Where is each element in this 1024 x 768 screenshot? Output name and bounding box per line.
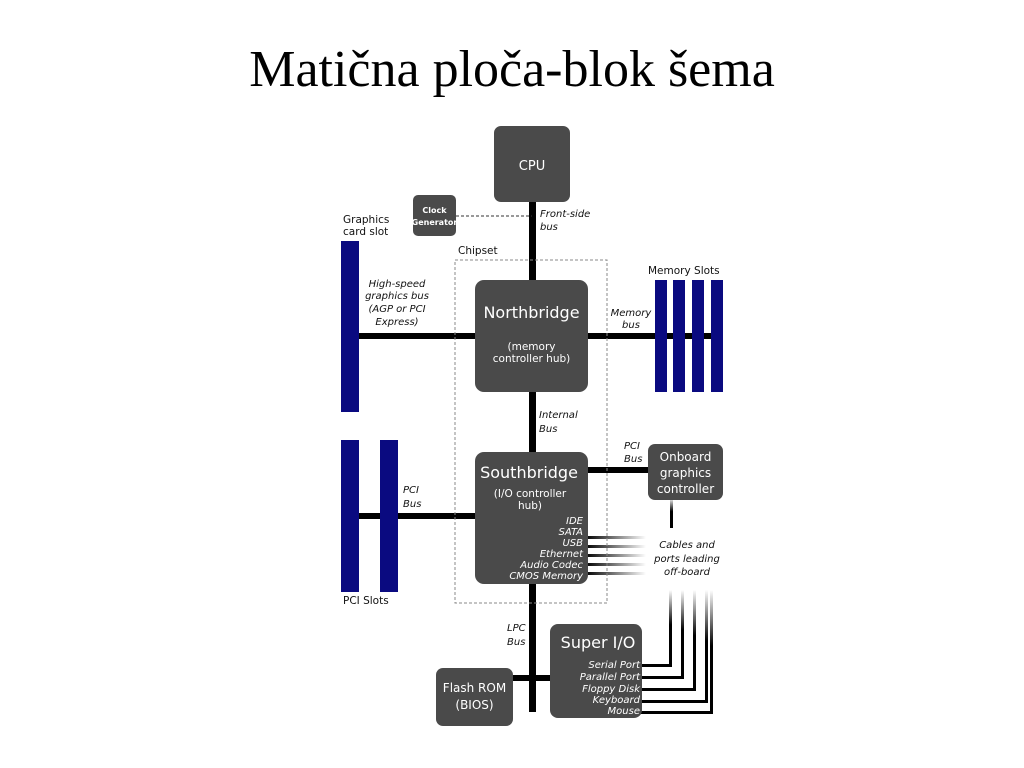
- flash-bus-line: [512, 675, 532, 681]
- super-io-title: Super I/O: [561, 633, 636, 652]
- northbridge-title: Northbridge: [483, 303, 579, 322]
- port-line-usb: [586, 554, 646, 557]
- southbridge-port-ethernet: Ethernet: [540, 549, 584, 560]
- cpu-box: CPU: [494, 126, 570, 202]
- lpc-bus-line: [529, 582, 536, 712]
- chipset-label: Chipset: [458, 245, 498, 257]
- flash-rom-label-1: Flash ROM: [443, 681, 506, 695]
- memory-bus-label-2: bus: [622, 320, 640, 331]
- lpc-bus-label-2: Bus: [507, 637, 525, 648]
- flash-rom-label-2: (BIOS): [455, 698, 493, 712]
- chipset-border: [454, 259, 608, 604]
- port-line-sata: [586, 545, 646, 548]
- port-line-ethernet: [586, 563, 646, 566]
- graphics-card-slot-label-2: card slot: [343, 226, 388, 238]
- memory-slot-3: [692, 280, 704, 392]
- southbridge-port-usb: USB: [562, 538, 583, 549]
- port-line-ide: [586, 536, 646, 539]
- cables-ports-label-2: ports leading: [653, 554, 720, 565]
- super-io-box: Super I/O Serial Port Parallel Port Flop…: [550, 624, 642, 718]
- pci-bus-right-label-2: Bus: [624, 454, 642, 465]
- onboard-graphics-label-2: graphics: [660, 466, 711, 480]
- clock-generator-box: Clock Generator: [412, 195, 458, 236]
- southbridge-title: Southbridge: [480, 463, 578, 482]
- southbridge-port-ide: IDE: [566, 516, 584, 527]
- clock-generator-label-2: Generator: [412, 218, 458, 227]
- onboard-graphics-label-1: Onboard: [660, 450, 712, 464]
- pci-bus-left-label-1: PCI: [403, 485, 419, 496]
- graphics-card-slot-label-1: Graphics: [343, 214, 389, 226]
- internal-bus-label-2: Bus: [539, 424, 557, 435]
- pci-slot-2: [380, 440, 398, 592]
- memory-bus-label-1: Memory: [611, 308, 653, 319]
- northbridge-subtitle-1: (memory: [508, 341, 556, 353]
- internal-bus-label-1: Internal: [539, 410, 578, 421]
- southbridge-port-sata: SATA: [559, 527, 584, 538]
- high-speed-bus-label-4: Express): [375, 317, 418, 328]
- southbridge-port-audio: Audio Codec: [519, 560, 583, 571]
- front-side-bus-label-1: Front-side: [540, 209, 590, 220]
- southbridge-subtitle-1: (I/O controller: [494, 488, 567, 500]
- memory-slot-4: [711, 280, 723, 392]
- cables-ports-label-3: off-board: [664, 567, 711, 578]
- pci-bus-right-label-1: PCI: [624, 441, 640, 452]
- onboard-graphics-line: [670, 498, 673, 528]
- port-line-audio: [586, 572, 646, 575]
- onboard-graphics-label-3: controller: [657, 482, 714, 496]
- memory-slot-1: [655, 280, 667, 392]
- front-side-bus-line: [529, 200, 536, 282]
- clock-generator-label-1: Clock: [422, 206, 447, 215]
- flash-rom-box: Flash ROM (BIOS): [436, 668, 513, 726]
- cables-ports-label-1: Cables and: [659, 540, 715, 551]
- cpu-label: CPU: [519, 159, 545, 174]
- memory-slots-label: Memory Slots: [648, 265, 720, 277]
- super-io-port-floppy: Floppy Disk: [582, 684, 641, 695]
- superio-port-lines: [640, 590, 713, 714]
- super-io-port-serial: Serial Port: [588, 660, 641, 671]
- high-speed-bus-label-3: (AGP or PCI: [368, 304, 425, 315]
- onboard-graphics-box: Onboard graphics controller: [648, 444, 723, 500]
- pci-bus-right-line: [588, 467, 650, 473]
- southbridge-port-cmos: CMOS Memory: [509, 571, 584, 582]
- southbridge-subtitle-2: hub): [518, 500, 542, 512]
- super-io-port-parallel: Parallel Port: [580, 672, 641, 683]
- pci-bus-left-line: [358, 513, 476, 519]
- northbridge-box: Northbridge (memory controller hub): [475, 280, 588, 392]
- slide-title: Matična ploča-blok šema: [249, 41, 775, 98]
- high-speed-bus-label-1: High-speed: [369, 279, 426, 290]
- pci-bus-left-label-2: Bus: [403, 499, 421, 510]
- super-io-port-keyboard: Keyboard: [593, 695, 641, 706]
- memory-slot-2: [673, 280, 685, 392]
- graphics-bus-line: [358, 333, 476, 339]
- lpc-bus-label-1: LPC: [507, 623, 526, 634]
- superio-bus-line: [532, 675, 552, 681]
- pci-slots-label: PCI Slots: [343, 595, 389, 607]
- super-io-port-mouse: Mouse: [608, 706, 640, 717]
- northbridge-subtitle-2: controller hub): [493, 353, 571, 365]
- high-speed-bus-label-2: graphics bus: [365, 291, 429, 302]
- front-side-bus-label-2: bus: [540, 222, 558, 233]
- pci-slot-1: [341, 440, 359, 592]
- internal-bus-line: [529, 390, 536, 454]
- southbridge-box: Southbridge (I/O controller hub) IDE SAT…: [475, 452, 588, 584]
- graphics-card-slot: [341, 241, 359, 412]
